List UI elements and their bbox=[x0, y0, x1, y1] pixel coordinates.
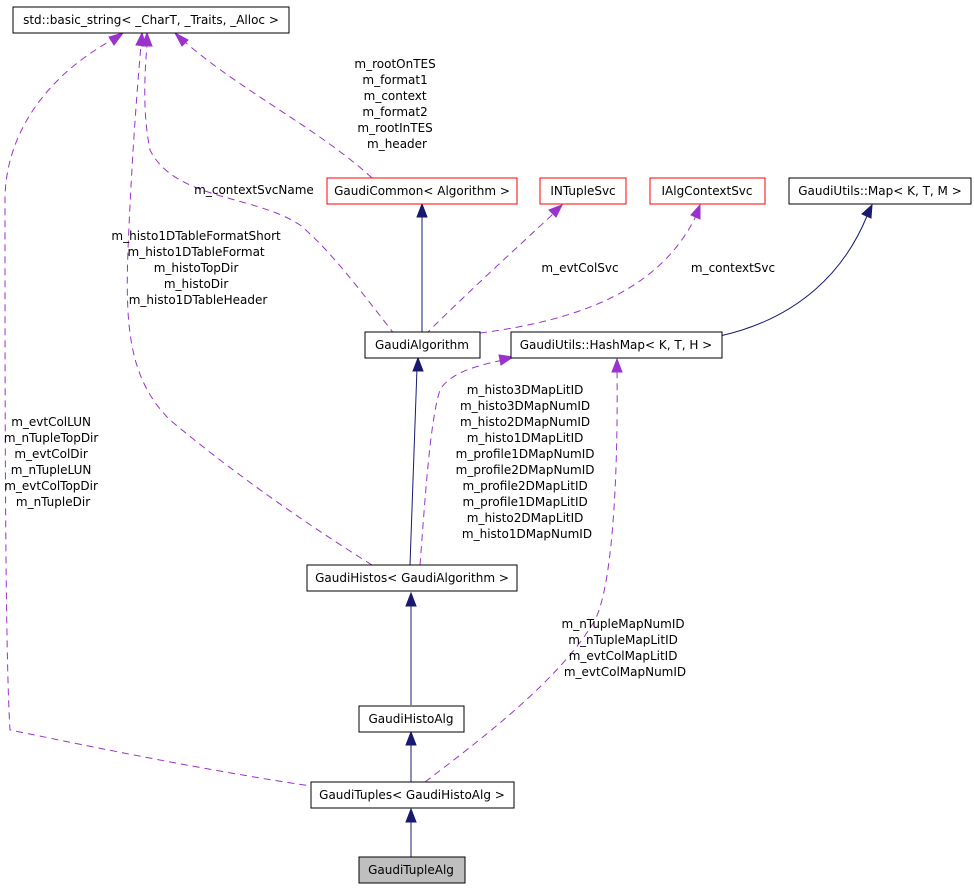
arrowhead-basicstring-1 bbox=[173, 31, 189, 47]
arrowhead-intuplesvc bbox=[548, 204, 564, 218]
label-line: m_histo1DMapNumID bbox=[462, 527, 592, 541]
label-line: m_histo3DMapNumID bbox=[460, 399, 590, 413]
node-label: INTupleSvc bbox=[550, 184, 615, 198]
node-label: GaudiUtils::HashMap< K, T, H > bbox=[520, 338, 712, 352]
label-line: m_histo1DMapLitID bbox=[467, 431, 584, 445]
label-line: m_evtColDir bbox=[14, 447, 88, 461]
label-line: m_evtColTopDir bbox=[4, 479, 98, 493]
edge-gaudihistos-uses-basicstring bbox=[126, 44, 373, 566]
label-line: m_histo1DTableFormat bbox=[128, 245, 265, 259]
label-line: m_nTupleTopDir bbox=[4, 431, 99, 445]
label-line: m_profile1DMapLitID bbox=[462, 495, 587, 509]
label-line: m_evtColSvc bbox=[541, 261, 618, 275]
label-line: m_rootInTES bbox=[357, 121, 432, 135]
node-basic-string[interactable]: std::basic_string< _CharT, _Traits, _All… bbox=[12, 6, 290, 34]
node-label: GaudiTuples< GaudiHistoAlg > bbox=[319, 788, 505, 802]
arrowhead-hashmap-1 bbox=[498, 354, 515, 366]
label-context-svc-name: m_contextSvcName bbox=[194, 183, 314, 197]
label-line: m_contextSvcName bbox=[194, 183, 314, 197]
node-label: GaudiUtils::Map< K, T, M > bbox=[798, 184, 962, 198]
label-context-svc: m_contextSvc bbox=[691, 261, 775, 275]
arrowhead-ialgcontextsvc bbox=[690, 203, 701, 220]
label-line: m_profile2DMapLitID bbox=[462, 479, 587, 493]
label-line: m_nTupleLUN bbox=[11, 463, 92, 477]
label-line: m_histoTopDir bbox=[154, 261, 239, 275]
node-label: GaudiCommon< Algorithm > bbox=[334, 184, 510, 198]
label-line: m_evtColMapLitID bbox=[569, 649, 678, 663]
node-label: GaudiAlgorithm bbox=[375, 338, 469, 352]
node-label: GaudiHistos< GaudiAlgorithm > bbox=[315, 571, 509, 585]
edge-gaudialgorithm-uses-intuplesvc bbox=[424, 213, 554, 336]
arrowhead-basicstring-4 bbox=[108, 32, 125, 46]
label-line: m_profile2DMapNumID bbox=[456, 463, 595, 477]
node-gaudi-tuple-alg[interactable]: GaudiTupleAlg bbox=[358, 856, 466, 884]
node-gaudi-common[interactable]: GaudiCommon< Algorithm > bbox=[326, 177, 518, 205]
node-gaudi-histo-alg[interactable]: GaudiHistoAlg bbox=[358, 705, 465, 733]
label-line: m_header bbox=[367, 137, 427, 151]
label-evt-col-svc: m_evtColSvc bbox=[541, 261, 618, 275]
arrowhead-gaudituples bbox=[405, 807, 417, 823]
node-gaudi-utils-map[interactable]: GaudiUtils::Map< K, T, M > bbox=[788, 177, 972, 205]
label-line: m_histo1DTableHeader bbox=[129, 293, 268, 307]
label-line: m_profile1DMapNumID bbox=[456, 447, 595, 461]
node-gaudi-utils-hashmap[interactable]: GaudiUtils::HashMap< K, T, H > bbox=[510, 331, 723, 359]
arrowhead-hashmap-2 bbox=[611, 357, 623, 373]
node-gaudi-histos[interactable]: GaudiHistos< GaudiAlgorithm > bbox=[306, 564, 518, 592]
arrowhead-gaudialgorithm bbox=[412, 356, 424, 372]
label-line: m_context bbox=[364, 89, 427, 103]
node-label: GaudiHistoAlg bbox=[368, 712, 453, 726]
node-gaudi-tuples[interactable]: GaudiTuples< GaudiHistoAlg > bbox=[310, 781, 515, 809]
edge-hashmap-to-map bbox=[719, 215, 868, 337]
label-tuple-string-members: m_evtColLUN m_nTupleTopDir m_evtColDir m… bbox=[4, 415, 102, 509]
arrowhead-gaudihistoalg bbox=[405, 730, 417, 746]
edge-gaudituples-uses-hashmap bbox=[424, 369, 618, 783]
node-intuple-svc[interactable]: INTupleSvc bbox=[539, 177, 627, 205]
edge-gaudialgorithm-uses-basicstring bbox=[144, 44, 396, 336]
edge-gaudihistos-to-gaudialgorithm bbox=[409, 367, 418, 566]
label-line: m_format2 bbox=[362, 105, 427, 119]
label-line: m_histoDir bbox=[164, 277, 229, 291]
node-gaudi-algorithm[interactable]: GaudiAlgorithm bbox=[364, 331, 481, 359]
arrowhead-gaudicommon bbox=[416, 202, 428, 218]
label-histo-map-members: m_histo3DMapLitID m_histo3DMapNumID m_hi… bbox=[456, 383, 599, 541]
node-ialg-context-svc[interactable]: IAlgContextSvc bbox=[649, 177, 766, 205]
edge-gaudituples-uses-basicstring bbox=[4, 39, 319, 788]
label-line: m_histo2DMapNumID bbox=[460, 415, 590, 429]
label-line: m_nTupleDir bbox=[16, 495, 90, 509]
node-label: IAlgContextSvc bbox=[661, 184, 752, 198]
edge-gaudicommon-uses-basicstring bbox=[184, 41, 373, 179]
label-line: m_histo1DTableFormatShort bbox=[111, 229, 281, 243]
label-line: m_histo2DMapLitID bbox=[467, 511, 584, 525]
label-line: m_evtColMapNumID bbox=[564, 665, 686, 679]
label-line: m_format1 bbox=[362, 73, 427, 87]
label-line: m_histo3DMapLitID bbox=[467, 383, 584, 397]
label-common-members: m_rootOnTES m_format1 m_context m_format… bbox=[354, 57, 439, 151]
label-line: m_evtColLUN bbox=[11, 415, 91, 429]
label-histo-string-members: m_histo1DTableFormatShort m_histo1DTable… bbox=[111, 229, 284, 307]
label-line: m_contextSvc bbox=[691, 261, 775, 275]
label-line: m_rootOnTES bbox=[354, 57, 435, 71]
arrowhead-gaudihistos bbox=[405, 591, 417, 607]
node-label: std::basic_string< _CharT, _Traits, _All… bbox=[23, 13, 279, 27]
label-line: m_nTupleMapNumID bbox=[562, 617, 685, 631]
arrowhead-basicstring-3 bbox=[135, 31, 147, 47]
label-line: m_nTupleMapLitID bbox=[568, 633, 678, 647]
label-tuple-map-members: m_nTupleMapNumID m_nTupleMapLitID m_evtC… bbox=[562, 617, 689, 679]
arrowhead-map bbox=[861, 203, 873, 219]
edge-gaudialgorithm-uses-ialgcontextsvc bbox=[479, 215, 697, 334]
edge-gaudihistos-uses-hashmap bbox=[419, 359, 504, 566]
node-label: GaudiTupleAlg bbox=[368, 863, 454, 877]
